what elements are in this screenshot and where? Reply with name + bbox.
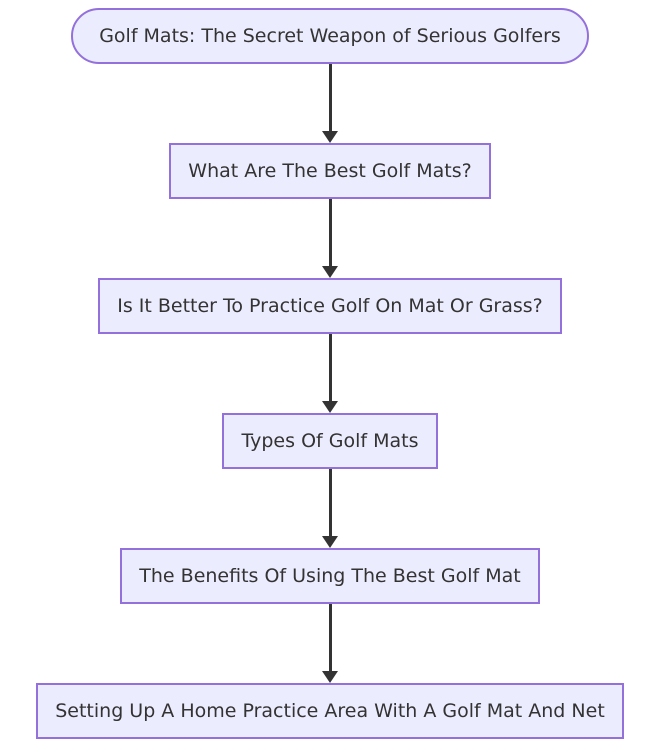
- arrow-shaft: [328, 64, 332, 131]
- node-best-golf-mats: What Are The Best Golf Mats?: [169, 143, 491, 199]
- arrow-shaft: [328, 604, 332, 671]
- arrowhead-down-icon: [322, 131, 338, 143]
- flow-arrow-c-d: [322, 334, 338, 413]
- arrow-shaft: [328, 334, 332, 401]
- flow-arrow-d-e: [322, 469, 338, 548]
- arrow-shaft: [328, 199, 332, 266]
- node-home-practice-area: Setting Up A Home Practice Area With A G…: [36, 683, 624, 739]
- arrowhead-down-icon: [322, 266, 338, 278]
- node-benefits-best-golf-mat: The Benefits Of Using The Best Golf Mat: [120, 548, 540, 604]
- arrowhead-down-icon: [322, 536, 338, 548]
- flow-arrow-b-c: [322, 199, 338, 278]
- node-types-of-golf-mats: Types Of Golf Mats: [222, 413, 438, 469]
- arrowhead-down-icon: [322, 671, 338, 683]
- arrow-shaft: [328, 469, 332, 536]
- node-golf-mats-title: Golf Mats: The Secret Weapon of Serious …: [71, 8, 589, 64]
- flow-arrow-a-b: [322, 64, 338, 143]
- flow-arrow-e-f: [322, 604, 338, 683]
- node-mat-or-grass: Is It Better To Practice Golf On Mat Or …: [98, 278, 562, 334]
- arrowhead-down-icon: [322, 401, 338, 413]
